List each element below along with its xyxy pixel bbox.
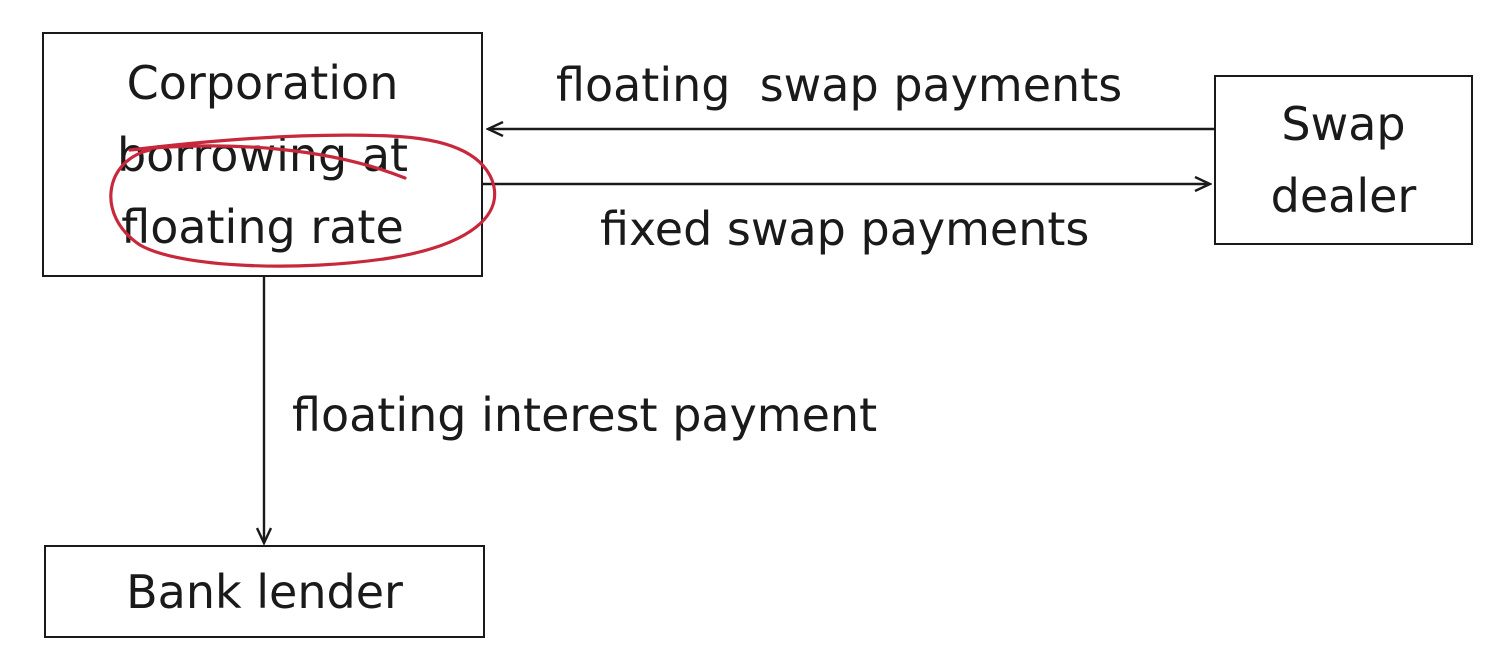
corporation-node: Corporation borrowing at floating rate xyxy=(42,32,483,277)
corporation-label-line-3: floating rate xyxy=(121,199,404,254)
fixed-swap-payments-label: fixed swap payments xyxy=(600,202,1090,256)
swap-dealer-label-line-1: Swap xyxy=(1281,97,1406,151)
bank-lender-label: Bank lender xyxy=(126,564,403,619)
bank-lender-node: Bank lender xyxy=(44,545,485,638)
floating-swap-payments-label: floating swap payments xyxy=(556,58,1123,112)
corporation-label-line-1: Corporation xyxy=(126,55,399,110)
swap-dealer-label-line-2: dealer xyxy=(1270,169,1417,223)
corporation-label-line-2: borrowing at xyxy=(116,127,409,182)
swap-dealer-node: Swap dealer xyxy=(1214,75,1473,245)
floating-interest-payment-label: floating interest payment xyxy=(292,388,878,442)
